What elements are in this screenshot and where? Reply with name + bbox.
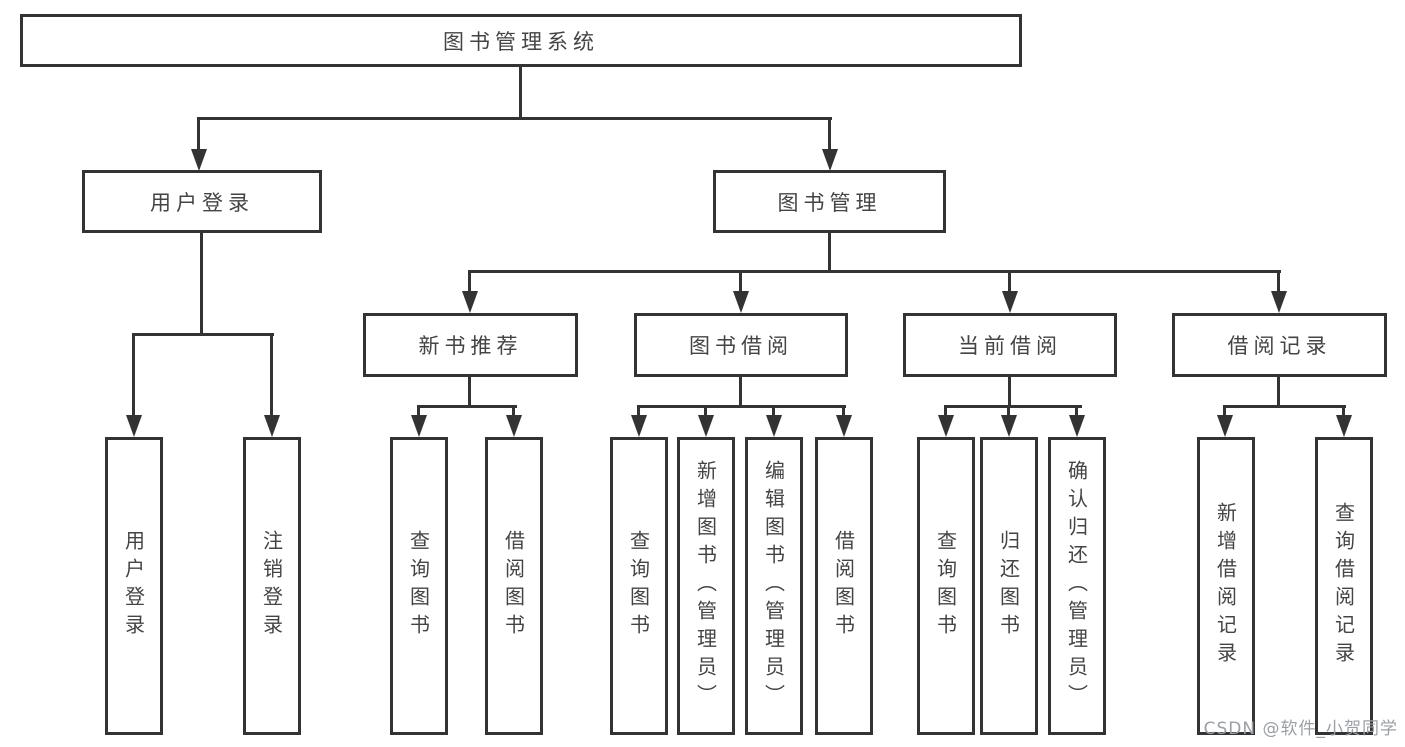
- connector-line: [512, 405, 515, 418]
- leaf-add-book-admin: 新增图书（管理员）: [677, 437, 735, 735]
- leaf-return-book: 归还图书: [980, 437, 1038, 735]
- arrow-head: [1336, 415, 1352, 437]
- arrow-head: [462, 291, 478, 313]
- leaf-query-book-current: 查询图书: [917, 437, 975, 735]
- arrow-head: [191, 149, 207, 171]
- arrow-head: [1001, 415, 1017, 437]
- leaf-user-login: 用户登录: [105, 437, 163, 735]
- leaf-query-book-borrow: 查询图书: [610, 437, 668, 735]
- connector-line: [739, 270, 742, 296]
- connector-line: [417, 405, 420, 418]
- arrow-head: [1002, 291, 1018, 313]
- connector-line: [944, 405, 947, 418]
- arrow-head: [126, 415, 142, 437]
- node-borrow-records: 借阅记录: [1172, 313, 1387, 377]
- connector-line: [132, 333, 135, 417]
- connector-line: [842, 405, 845, 418]
- node-current-borrow: 当前借阅: [903, 313, 1117, 377]
- arrow-head: [836, 415, 852, 437]
- node-book-borrow: 图书借阅: [634, 313, 848, 377]
- connector-line: [519, 67, 522, 118]
- connector-line: [1007, 405, 1010, 418]
- arrow-head: [766, 415, 782, 437]
- connector-line: [1008, 270, 1011, 296]
- leaf-borrow-book: 借阅图书: [815, 437, 873, 735]
- connector-line: [1277, 270, 1280, 296]
- connector-line: [417, 405, 517, 408]
- leaf-borrow-book-recommend: 借阅图书: [485, 437, 543, 735]
- leaf-edit-book-admin: 编辑图书（管理员）: [745, 437, 803, 735]
- connector-line: [704, 405, 707, 418]
- connector-line: [1075, 405, 1078, 418]
- arrow-head: [698, 415, 714, 437]
- connector-line: [637, 405, 640, 418]
- node-new-book-recommend: 新书推荐: [363, 313, 578, 377]
- arrow-head: [1271, 291, 1287, 313]
- arrow-head: [631, 415, 647, 437]
- connector-line: [1008, 377, 1011, 408]
- connector-line: [132, 333, 274, 336]
- connector-line: [468, 377, 471, 408]
- leaf-add-borrow-record: 新增借阅记录: [1197, 437, 1255, 735]
- connector-line: [772, 405, 775, 418]
- connector-line: [197, 117, 200, 153]
- connector-line: [944, 405, 1082, 408]
- leaf-query-borrow-record: 查询借阅记录: [1315, 437, 1373, 735]
- connector-line: [739, 377, 742, 408]
- node-root: 图书管理系统: [20, 14, 1022, 67]
- connector-line: [1277, 377, 1280, 408]
- arrow-head: [822, 149, 838, 171]
- connector-line: [1342, 405, 1345, 418]
- watermark: CSDN @软件_小贺同学: [1203, 719, 1398, 739]
- connector-line: [468, 270, 471, 296]
- arrow-head: [264, 415, 280, 437]
- arrow-head: [506, 415, 522, 437]
- arrow-head: [938, 415, 954, 437]
- connector-line: [198, 117, 832, 120]
- leaf-logout: 注销登录: [243, 437, 301, 735]
- connector-line: [1223, 405, 1226, 418]
- arrow-head: [1217, 415, 1233, 437]
- leaf-confirm-return-admin: 确认归还（管理员）: [1048, 437, 1106, 735]
- arrow-head: [411, 415, 427, 437]
- node-user-login: 用户登录: [82, 170, 322, 233]
- connector-line: [828, 117, 831, 153]
- connector-line: [270, 333, 273, 417]
- node-book-management: 图书管理: [713, 170, 946, 233]
- arrow-head: [1069, 415, 1085, 437]
- connector-line: [468, 270, 1281, 273]
- arrow-head: [733, 291, 749, 313]
- connector-line: [1223, 405, 1346, 408]
- connector-line: [637, 405, 846, 408]
- leaf-query-book-recommend: 查询图书: [390, 437, 448, 735]
- connector-line: [200, 233, 203, 336]
- connector-line: [828, 233, 831, 273]
